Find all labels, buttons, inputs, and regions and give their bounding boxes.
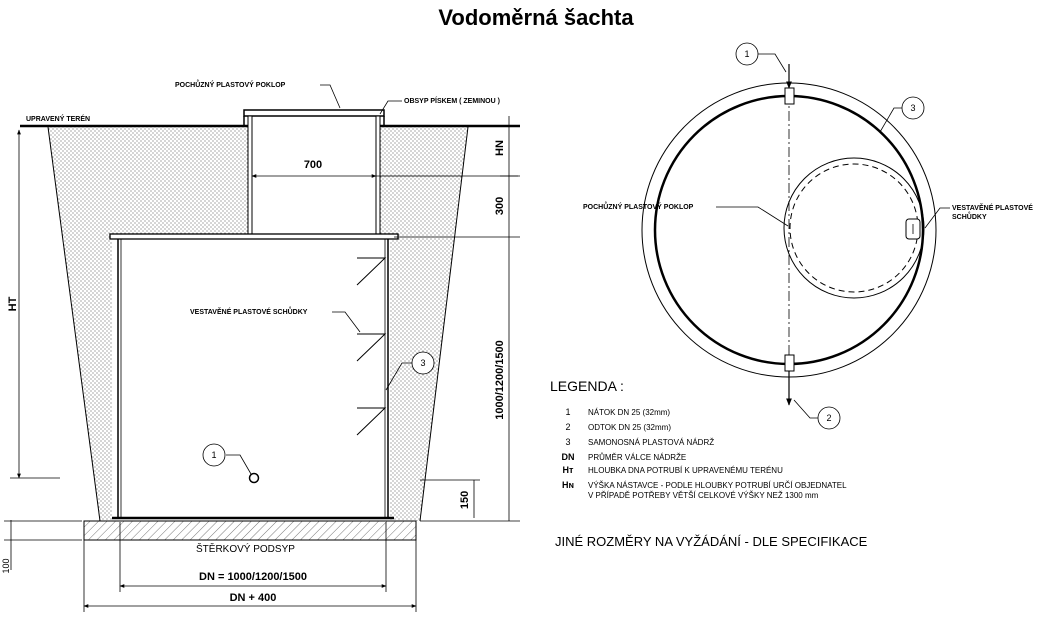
legend-heading: LEGENDA : [550, 378, 624, 394]
callout-2-plan [817, 406, 841, 430]
inlet-pipe-symbol [248, 472, 260, 484]
callout-3-plan [901, 96, 925, 120]
label-cover-section: POCHŮZNÝ PLASTOVÝ POKLOP [175, 79, 286, 89]
dim-hn: HN [494, 140, 506, 156]
svg-text:3: 3 [910, 103, 915, 113]
label-sand: OBSYP PÍSKEM ( ZEMINOU ) [404, 96, 500, 105]
backfill-left [48, 127, 248, 521]
dim-gravel: 100 [1, 558, 11, 573]
backfill-right [380, 127, 468, 521]
label-stairs-plan-2: SCHŮDKY [952, 211, 987, 221]
plan-neck-inner [789, 163, 919, 293]
label-stairs-plan-1: VESTAVĚNÉ PLASTOVÉ [952, 203, 1033, 212]
tank-flange [109, 233, 399, 240]
stair-1 [356, 257, 387, 286]
plan-neck-outer [783, 157, 925, 299]
svg-text:1: 1 [211, 450, 216, 460]
label-gravel: ŠTĚRKOVÝ PODSYP [196, 542, 295, 555]
legend-key-3: 3 [565, 437, 570, 447]
legend-text-1: NÁTOK DN 25 (32mm) [588, 408, 670, 417]
legend-key-hn: Hɴ [562, 480, 574, 490]
svg-text:2: 2 [826, 413, 831, 423]
section-view: 1 3 POCHŮZNÝ PLASTOVÝ POKLOP OBSYP PÍSKE… [1, 79, 520, 612]
label-stairs-section: VESTAVĚNÉ PLASTOVÉ SCHŮDKY [190, 306, 308, 316]
dim-dn: DN = 1000/1200/1500 [199, 571, 307, 583]
callout-1-section [202, 443, 226, 467]
legend-key-dn: DN [562, 452, 575, 462]
callout-3-section [411, 351, 435, 375]
legend-text-3: SAMONOSNÁ PLASTOVÁ NÁDRŽ [588, 438, 714, 447]
plan-view: 1 2 3 POCHŮZNÝ PLASTOVÝ POKLOP VESTAVĚNÉ… [583, 42, 1033, 430]
legend-key-1: 1 [565, 407, 570, 417]
callout-1-plan [735, 42, 759, 66]
plan-pipe-out [784, 354, 795, 372]
label-cover-plan: POCHŮZNÝ PLASTOVÝ POKLOP [583, 201, 694, 211]
stair-2 [356, 333, 387, 362]
plan-pipe-in [784, 87, 795, 105]
footer-note: JINÉ ROZMĚRY NA VYŽÁDÁNÍ - DLE SPECIFIKA… [555, 534, 868, 549]
neck-wall-left [247, 115, 253, 237]
label-terrain: UPRAVENÝ TERÉN [26, 114, 90, 123]
svg-text:1: 1 [744, 49, 749, 59]
dim-tank-height: 1000/1200/1500 [494, 340, 506, 420]
legend: LEGENDA : 1 NÁTOK DN 25 (32mm) 2 ODTOK D… [550, 378, 847, 500]
legend-text-dn: PRŮMĚR VÁLCE NÁDRŽE [588, 453, 686, 462]
legend-text-hn: VÝŠKA NÁSTAVCE - PODLE HLOUBKY POTRUBÍ U… [588, 481, 847, 490]
gravel-bed [83, 520, 417, 541]
legend-text-ht: HLOUBKA DNA POTRUBÍ K UPRAVENÉMU TERÉNU [588, 466, 783, 475]
dim-bottom: 150 [459, 491, 471, 509]
dim-dn-plus: DN + 400 [230, 592, 277, 604]
stair-3 [356, 407, 387, 436]
dim-ht: HT [7, 296, 19, 311]
legend-key-ht: Hт [563, 465, 574, 475]
legend-text-hn-2: V PŘÍPADĚ POTŘEBY VĚTŠÍ CELKOVÉ VÝŠKY NE… [588, 491, 819, 500]
svg-text:3: 3 [420, 358, 425, 368]
legend-key-2: 2 [565, 422, 570, 432]
legend-text-2: ODTOK DN 25 (32mm) [588, 423, 671, 432]
dim-neck-width: 700 [304, 159, 322, 171]
dim-neck-height: 300 [494, 197, 506, 215]
page-title: Vodoměrná šachta [438, 5, 634, 30]
cover [243, 109, 385, 117]
